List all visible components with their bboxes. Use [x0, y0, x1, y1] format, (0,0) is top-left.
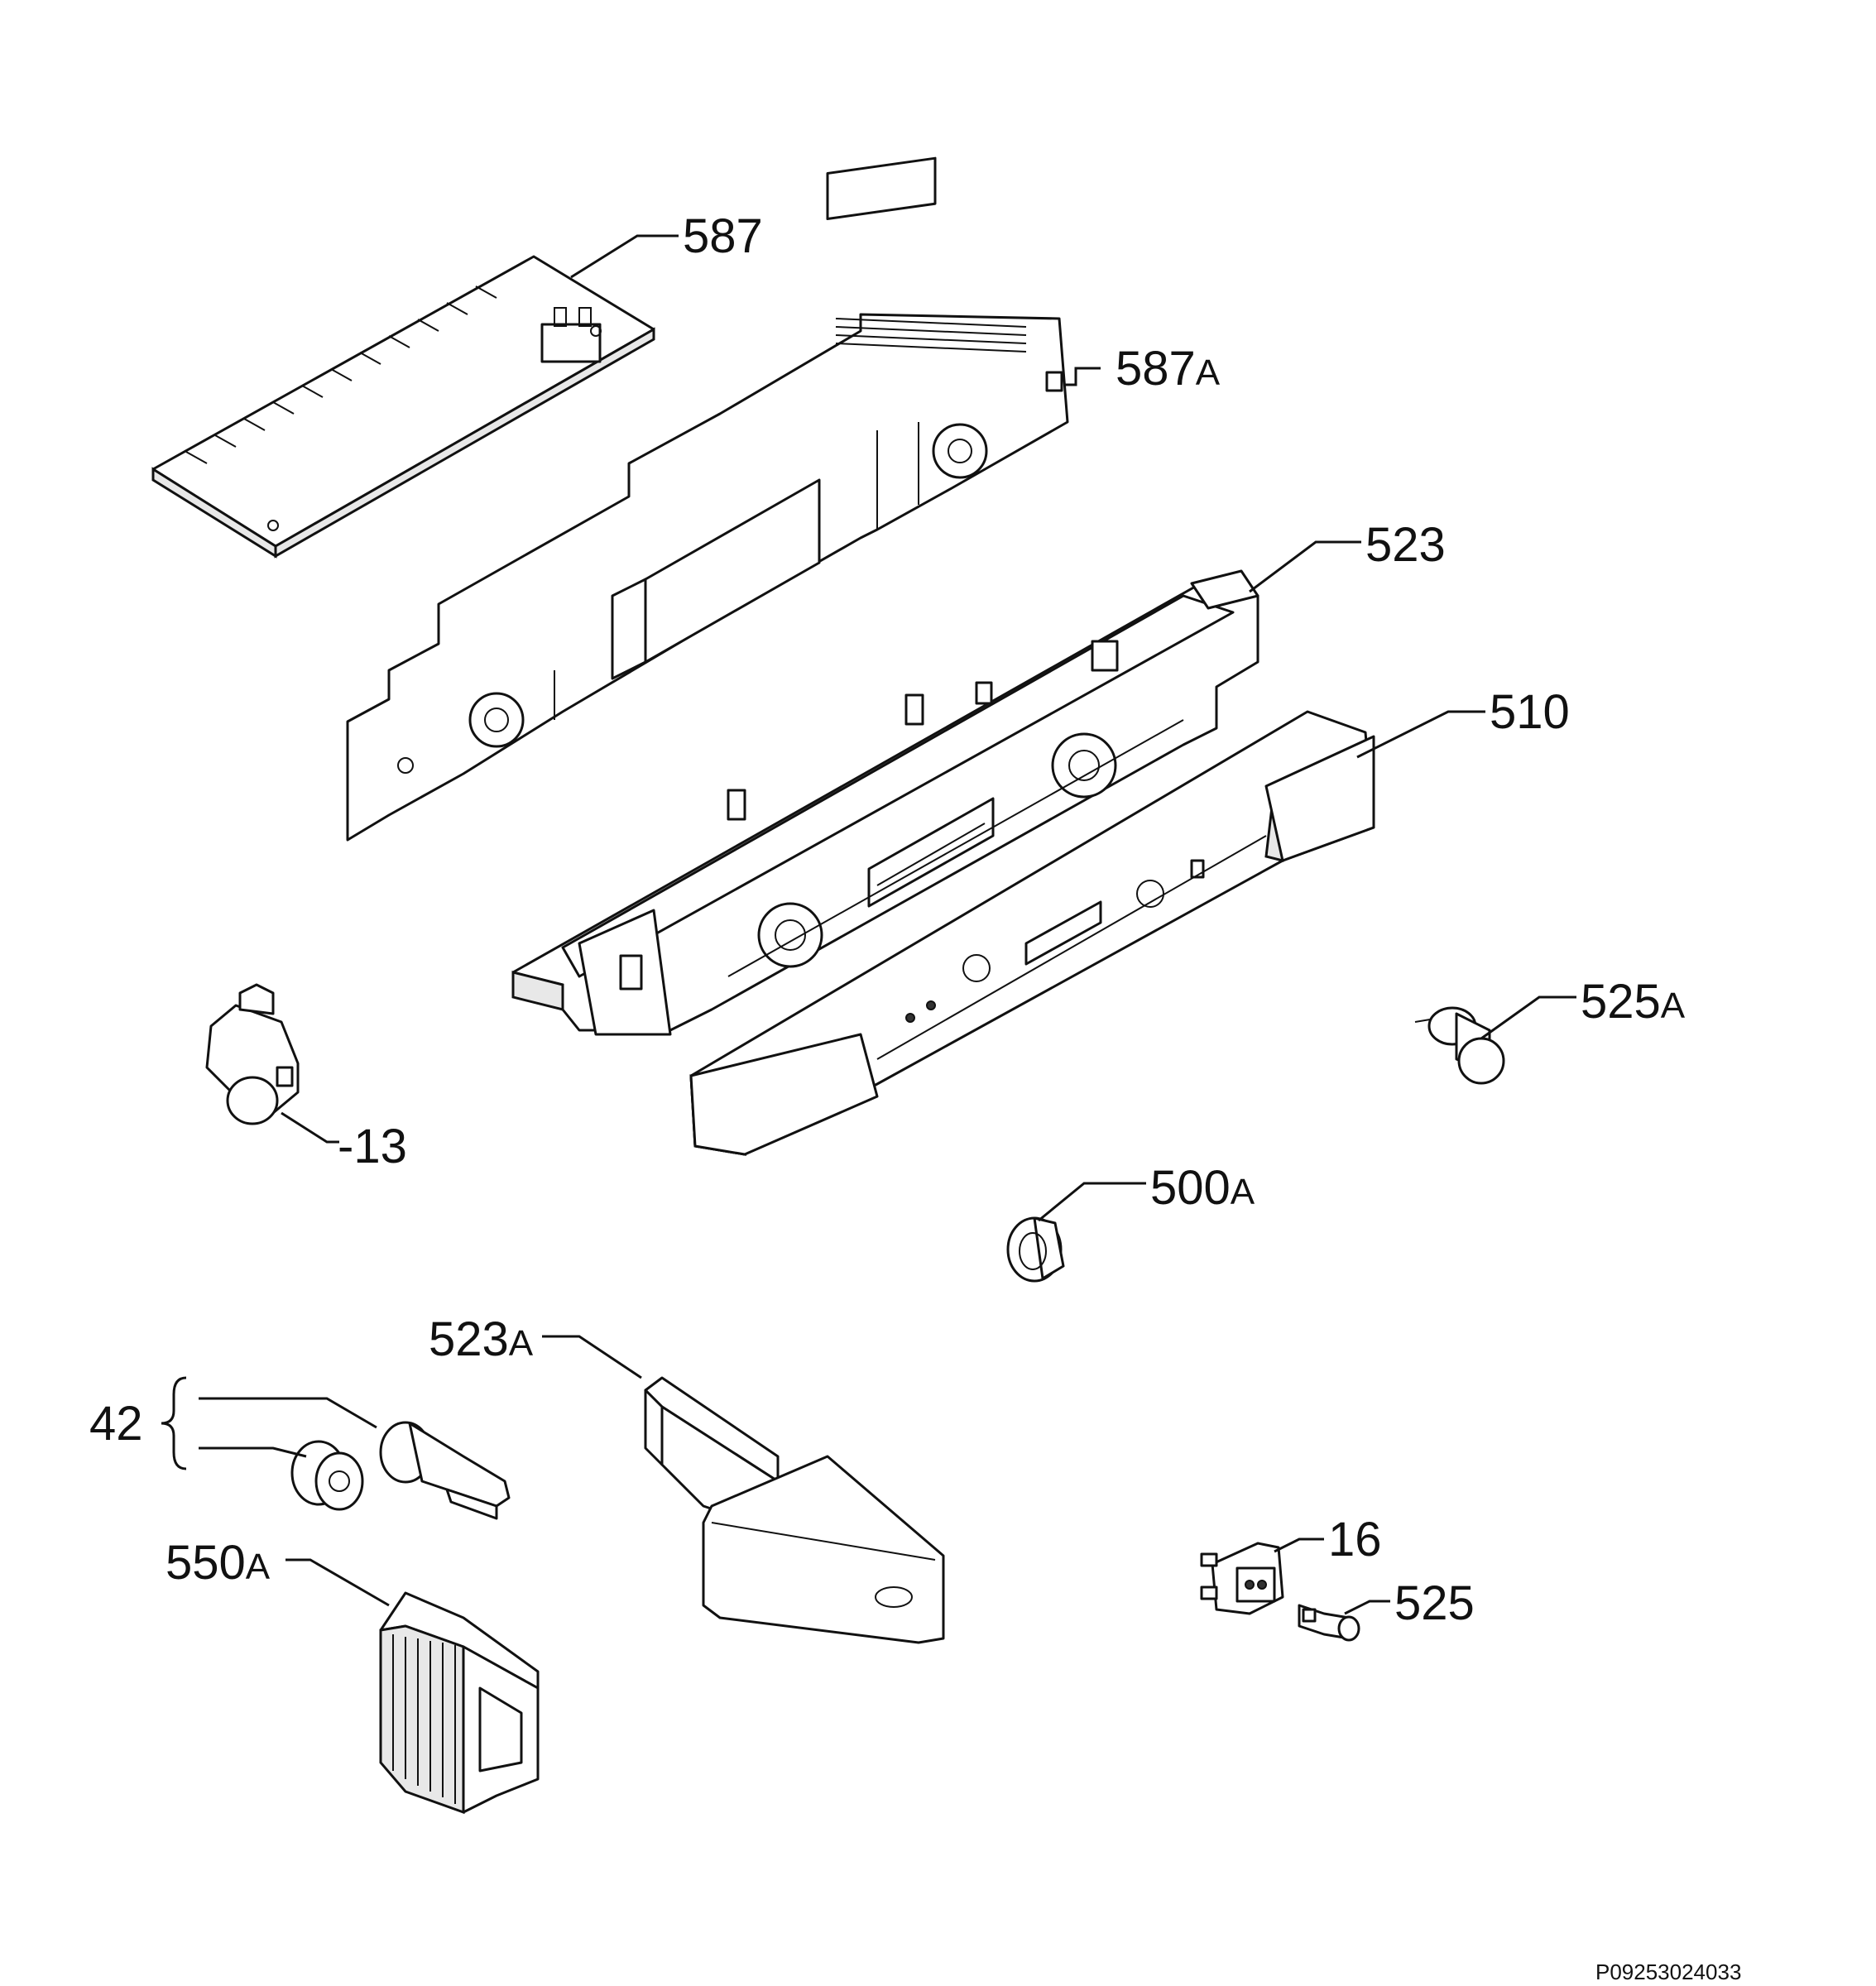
callout-42: 42 [89, 1397, 143, 1451]
drawing-id: P09253024033 [1595, 1960, 1741, 1984]
part-525-lamp [1298, 1604, 1360, 1642]
part-13-switch [205, 983, 300, 1125]
part-587-circuit-board [151, 255, 655, 559]
callout-525: 525 [1394, 1576, 1475, 1630]
leader-lines [199, 234, 1576, 1615]
callout-587: 587 [683, 209, 763, 263]
bracket-42 [161, 1376, 187, 1470]
callout-523: 523 [1365, 518, 1446, 572]
part-510-control-fascia [689, 710, 1375, 1156]
part-587a-panel-board [346, 156, 1069, 842]
part-42-connector-assembly [290, 1421, 511, 1520]
part-550a-end-cover [379, 1591, 540, 1815]
callout-16: 16 [1328, 1513, 1382, 1566]
part-16-rocker-switch [1200, 1542, 1284, 1615]
callout-500a: 500A [1150, 1161, 1255, 1215]
part-525a-lamp-holder [1414, 1006, 1505, 1085]
callout-525a: 525A [1581, 975, 1686, 1029]
callout-523a: 523A [429, 1312, 534, 1366]
part-523-frame [511, 569, 1259, 1036]
callout-510: 510 [1490, 685, 1570, 739]
callout-13: -13 [338, 1120, 407, 1173]
callout-550a: 550A [166, 1536, 271, 1590]
part-523a-end-cover [644, 1376, 945, 1644]
callout-587a: 587A [1116, 342, 1221, 396]
part-500a-knob [1006, 1216, 1065, 1283]
